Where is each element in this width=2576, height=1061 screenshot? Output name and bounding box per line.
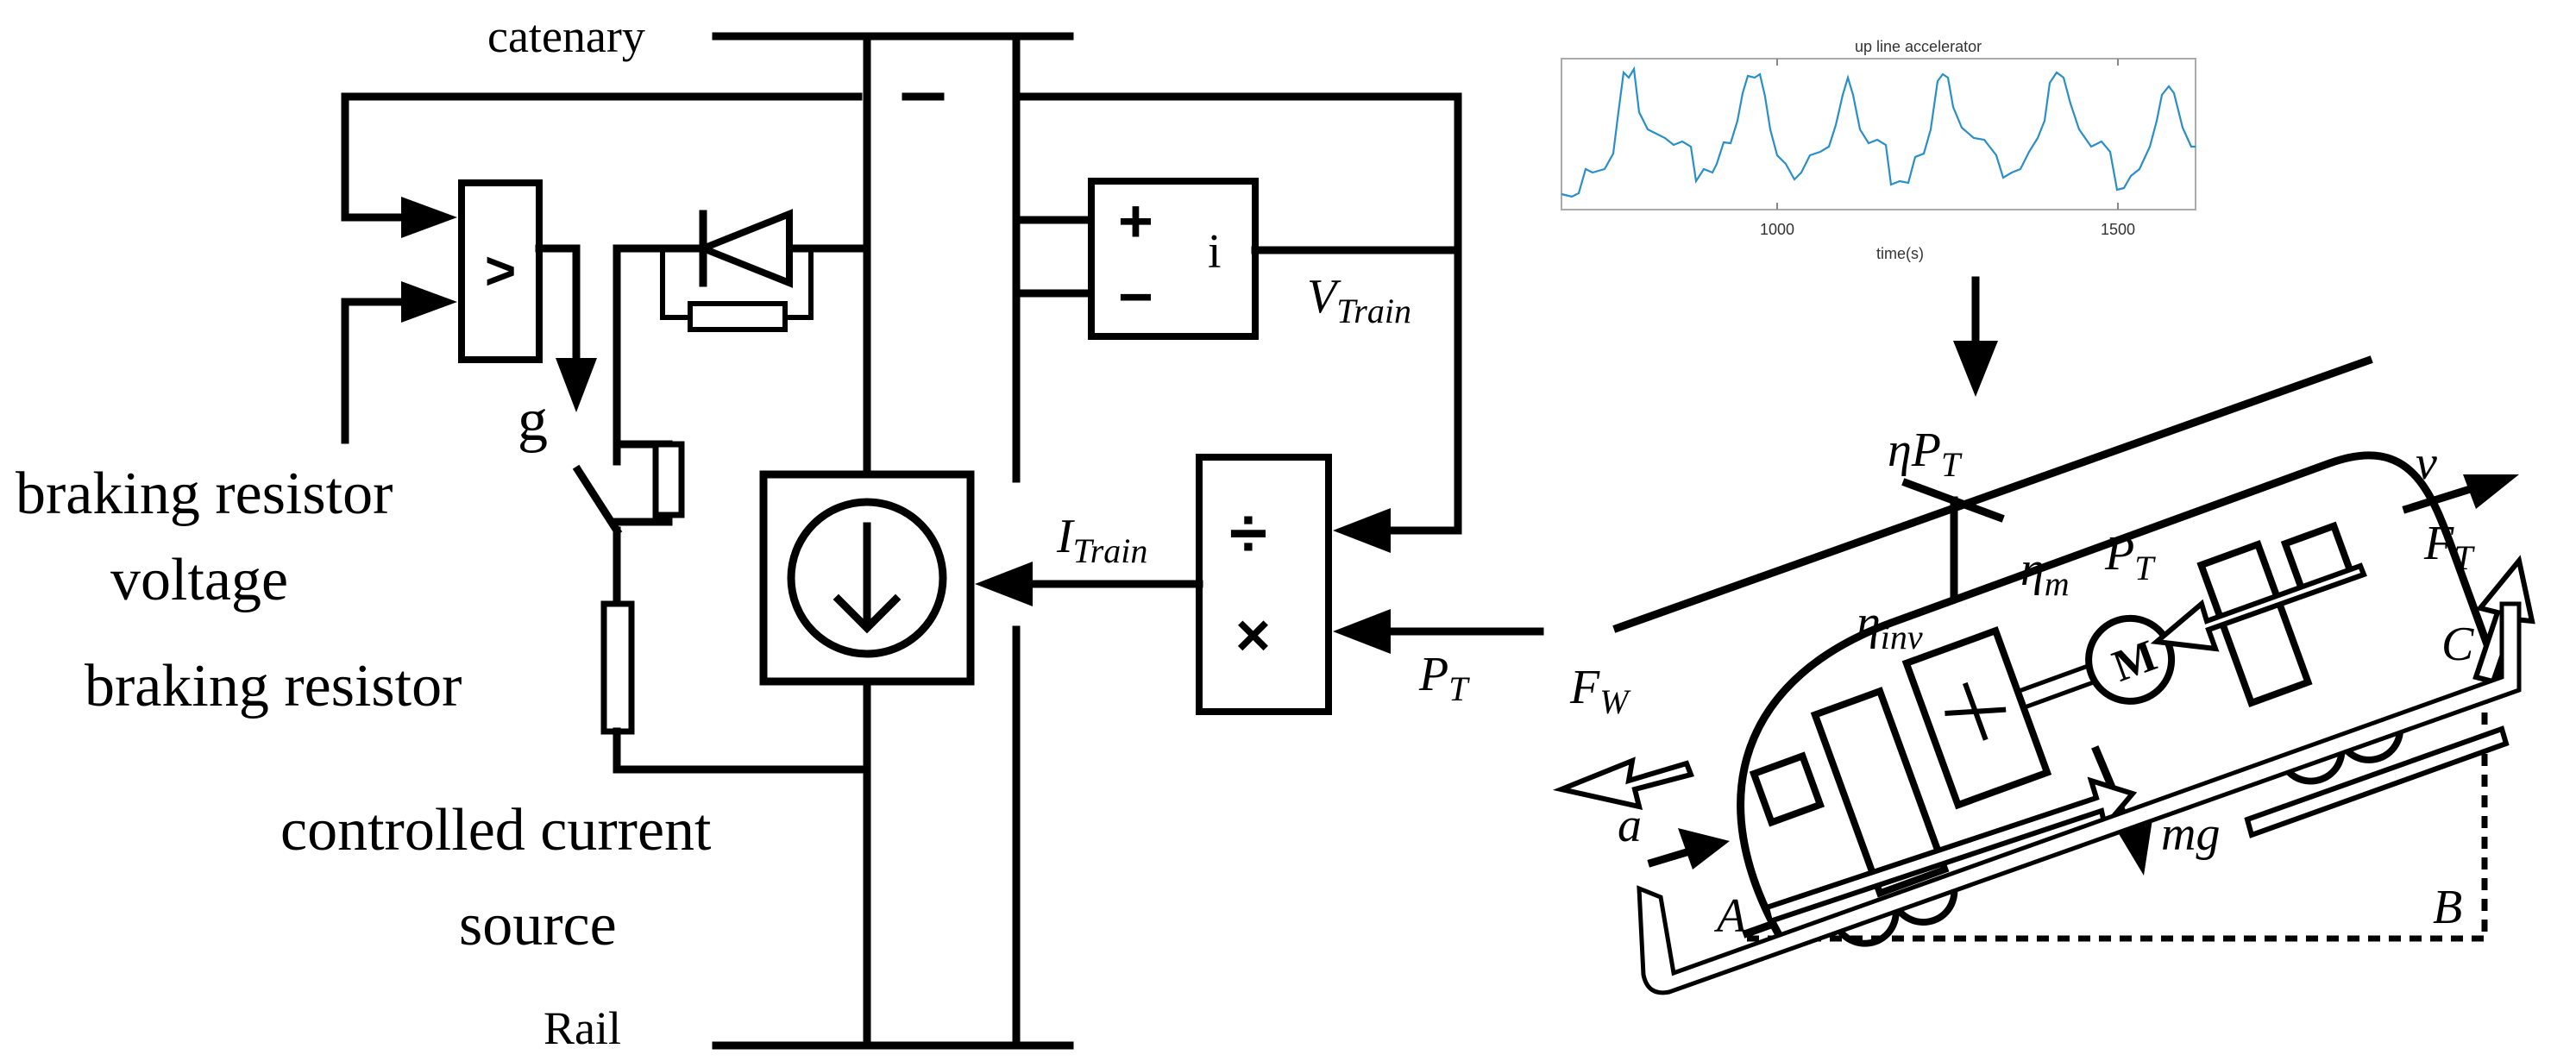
eta-m-label: η — [2020, 543, 2045, 596]
eta-inv-label: η — [1857, 596, 1881, 650]
braking-resistor-label: braking resistor — [85, 653, 462, 719]
plot-title: up line accelerator — [1855, 38, 1982, 55]
train-slope-diagram: ηPT M ηinv ηm PT v — [1552, 355, 2535, 995]
plot-tick-label-1500: 1500 — [2101, 221, 2135, 238]
train-body — [1737, 451, 2506, 947]
train-window-front — [1749, 751, 1825, 827]
train-equipment-box — [1810, 687, 1950, 898]
plot-xlabel: time(s) — [1876, 245, 1924, 262]
eta-inv-subscript: inv — [1881, 618, 1923, 656]
ft-subscript: T — [2453, 538, 2475, 577]
comparator-input-bottom-wire — [341, 298, 410, 444]
diode-triangle — [694, 209, 793, 288]
wind-resistance-arrow — [1552, 757, 1695, 810]
comparator-box — [458, 179, 543, 363]
pantograph-head — [1901, 478, 2005, 523]
power-input-arrow — [1333, 609, 1391, 654]
pt-motor-subscript: T — [2134, 549, 2156, 587]
acceleration-plot: up line accelerator 1000 1500 time(s) — [1561, 38, 2196, 397]
braking-voltage-label-line1: braking resistor — [16, 461, 393, 527]
meter-minus: − — [1118, 263, 1153, 330]
svg-text:FW: FW — [1569, 661, 1631, 721]
gate-signal-arrow — [556, 358, 597, 412]
acceleration-arrow-head — [1678, 828, 1730, 870]
pt-input-subscript: T — [1448, 669, 1470, 708]
motor-shaft-bottom — [2022, 679, 2098, 710]
velocity-label: v — [2416, 436, 2437, 490]
parallel-resistor — [652, 441, 685, 518]
plot-frame — [1561, 58, 2196, 210]
gate-signal-wire — [535, 244, 581, 367]
svg-text:FT: FT — [2423, 517, 2475, 577]
i-train-label: I — [1056, 510, 1075, 563]
acceleration-label: a — [1618, 799, 1642, 852]
velocity-arrow-head — [2463, 474, 2519, 509]
current-source-arrow-head — [832, 593, 902, 634]
svg-text:ηPT: ηPT — [1888, 424, 1963, 484]
comparator-input-top-arrow — [401, 197, 457, 238]
ccs-label-line2: source — [459, 892, 617, 958]
pt-motor-label: P — [2104, 527, 2134, 581]
slope-hollow-return-arrow — [1637, 601, 2522, 995]
train-rear-box — [2196, 540, 2313, 707]
gravity-label: mg — [2161, 807, 2220, 861]
svg-text:ηinv: ηinv — [1857, 596, 1923, 656]
slope-catenary-line — [1612, 355, 2373, 633]
meter-plus: + — [1118, 187, 1153, 254]
divide-symbol: ÷ — [1229, 494, 1267, 571]
fw-label: F — [1569, 661, 1600, 714]
ft-label: F — [2423, 517, 2454, 570]
divider-multiplier-box — [1196, 454, 1332, 715]
catenary-sense-wire — [341, 92, 863, 222]
plot-to-train-arrow — [1953, 341, 1998, 397]
eta-m-subscript: m — [2045, 564, 2070, 603]
rail-label: Rail — [543, 1002, 621, 1054]
braking-resistor-symbol — [600, 600, 635, 735]
diode-branch-wire — [613, 244, 871, 466]
i-train-subscript: Train — [1073, 531, 1148, 570]
inverter-symbol-2 — [1963, 681, 1989, 741]
point-c-label: C — [2441, 618, 2474, 671]
ccs-label-line1: controlled current — [280, 797, 712, 863]
comparator-input-bottom-arrow — [401, 281, 457, 323]
eta-pt-label: ηP — [1888, 424, 1941, 477]
point-a-label: A — [1713, 889, 1747, 943]
igbt-switch-blade — [572, 464, 623, 537]
svg-text:PT: PT — [2104, 527, 2156, 587]
meter-i: i — [1208, 225, 1222, 279]
gravity-arrow-head — [2115, 819, 2152, 876]
motor-shaft-top — [2016, 662, 2092, 694]
circuit-diagram: catenary Rail > g — [16, 10, 1544, 1054]
eta-pt-subscript: T — [1941, 445, 1963, 484]
current-command-arrow — [975, 562, 1033, 606]
voltage-meter-box — [1088, 178, 1259, 340]
snubber-resistor — [688, 301, 788, 332]
v-train-label: V — [1307, 270, 1341, 323]
point-b-label: B — [2433, 881, 2462, 934]
svg-text:ITrain: ITrain — [1056, 510, 1147, 570]
v-train-subscript: Train — [1336, 292, 1411, 330]
fw-subscript: W — [1599, 682, 1631, 721]
multiply-symbol: × — [1235, 601, 1271, 669]
catenary-label: catenary — [487, 10, 645, 62]
divider-input-v-arrow — [1333, 508, 1391, 553]
braking-resistor-return-wire — [613, 727, 871, 774]
svg-text:VTrain: VTrain — [1307, 270, 1411, 330]
svg-text:ηm: ηm — [2020, 543, 2070, 603]
gate-label: g — [518, 387, 548, 454]
braking-voltage-label-line2: voltage — [110, 547, 288, 613]
plot-trace — [1561, 66, 2196, 198]
svg-text:PT: PT — [1418, 648, 1470, 708]
velocity-arrow-shaft — [2402, 485, 2472, 514]
plot-tick-label-1000: 1000 — [1760, 221, 1794, 238]
comparator-symbol: > — [485, 242, 516, 301]
slope-hollow-bar — [2244, 725, 2510, 838]
pt-input-label: P — [1418, 648, 1448, 701]
slope-hollow-arrow-upper — [1763, 776, 2138, 925]
power-flow-hollow-arrow — [2150, 562, 2367, 652]
